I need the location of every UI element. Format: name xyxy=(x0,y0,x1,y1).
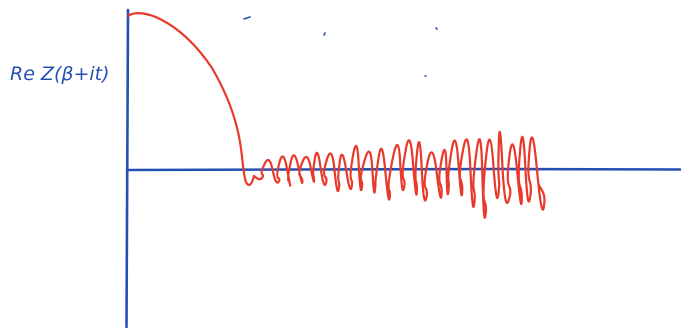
pen-mark xyxy=(323,32,326,36)
curve-oscillation xyxy=(252,130,546,219)
pen-mark xyxy=(243,16,251,20)
curve-initial-decay xyxy=(126,12,256,186)
vertical-axis xyxy=(125,8,130,328)
y-axis-label: Re Z(β+it) xyxy=(10,63,110,85)
pen-mark xyxy=(435,27,438,30)
